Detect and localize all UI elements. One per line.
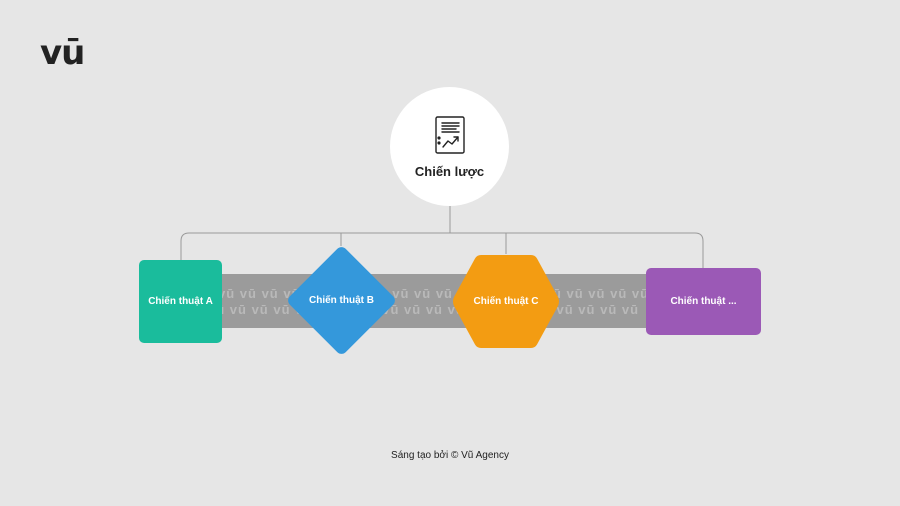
band-watermark-row: vū vū vū vū vū vū vū vū vū vū vū vū vū v… [218,286,650,301]
tactic-b-label: Chiến thuật B [309,295,374,306]
root-node[interactable]: Chiến lược [390,87,509,206]
tactic-a-label: Chiến thuật A [148,296,213,307]
branch-bar-line [180,232,704,268]
strategy-report-chart-icon [435,116,465,154]
tactic-more-label: Chiến thuật ... [670,296,737,307]
tactic-b-node[interactable]: Chiến thuật B [286,245,397,356]
tactic-c-node[interactable]: Chiến thuật C [452,253,560,350]
root-node-label: Chiến lược [414,164,485,179]
tactic-a-node[interactable]: Chiến thuật A [139,260,222,343]
connector-band: vū vū vū vū vū vū vū vū vū vū vū vū vū v… [218,274,652,328]
brand-logo: vū [40,33,85,73]
tactic-c-hexagon-shape [453,255,559,348]
tactic-more-node[interactable]: Chiến thuật ... [646,268,761,335]
footer-credit: Sáng tạo bởi © Vũ Agency [391,450,509,461]
band-watermark-row: vū vū vū vū vū vū vū vū vū vū vū vū vū v… [218,302,640,317]
tactic-c-label: Chiến thuật C [473,296,539,307]
